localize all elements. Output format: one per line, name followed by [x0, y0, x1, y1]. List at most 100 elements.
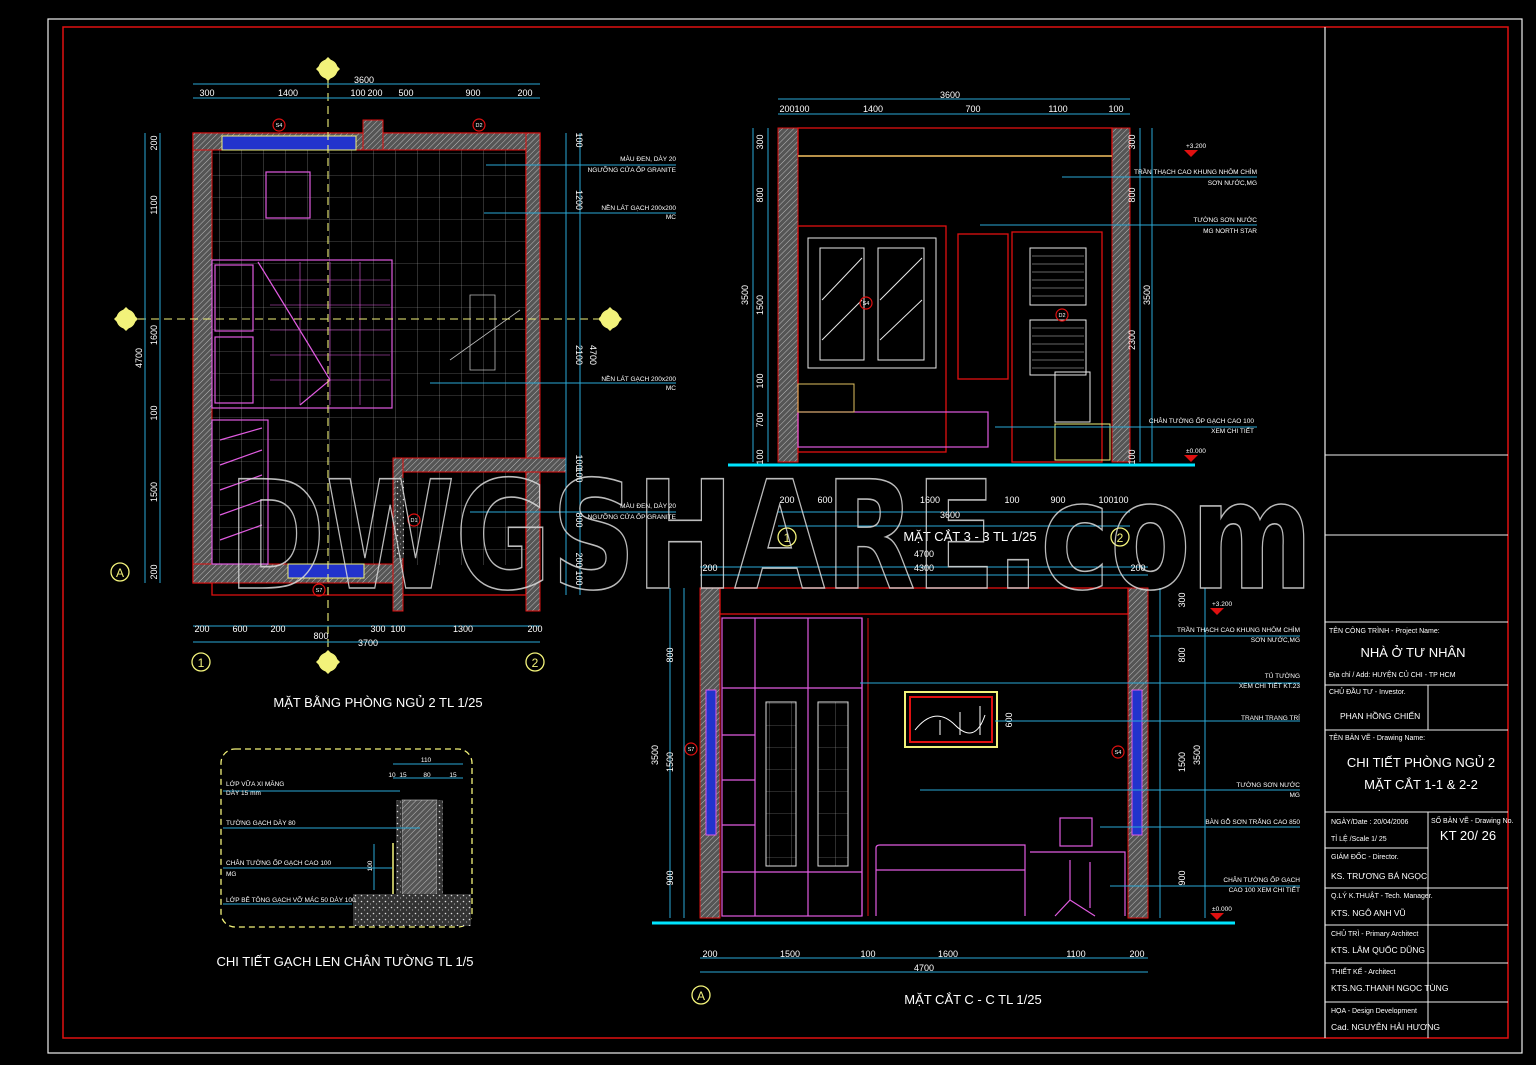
axis-bubble-a — [110, 562, 130, 582]
dim-text: 4700 — [914, 963, 934, 973]
painting-trees — [914, 706, 986, 735]
plan-dimension-lines — [144, 83, 581, 643]
pillow — [214, 336, 254, 404]
detail-title: CHI TIẾT GẠCH LEN CHÂN TƯỜNG TL 1/5 — [216, 954, 473, 969]
dim-text: 200 — [270, 624, 285, 634]
skirting-detail: 110 10 15 80 15 100 LỚP VỮA XI MĂNG DÀY … — [216, 748, 474, 969]
dim-text: 900 — [465, 88, 480, 98]
role-name: KS. TRƯƠNG BÁ NGỌC — [1331, 871, 1427, 881]
dim-text: 800 — [1127, 187, 1137, 202]
ceiling — [797, 127, 1113, 157]
wardrobe-door-left — [765, 701, 797, 867]
date: NGÀY/Date : 20/04/2006 — [1331, 817, 1409, 826]
dim-text: 1500 — [780, 949, 800, 959]
title-block: TÊN CÔNG TRÌNH - Project Name: NHÀ Ở TƯ … — [1324, 27, 1514, 1038]
window-s7 — [287, 563, 365, 579]
dim-text: 4700 — [914, 549, 934, 559]
dim-text: 1500 — [755, 295, 765, 315]
watermark: DWGSHARE.com — [228, 450, 1313, 624]
note-text: MG NORTH STAR — [1203, 228, 1257, 235]
dim-text: 600 — [1004, 712, 1014, 727]
note-text: NGƯỠNG CỬA ỐP GRANITE — [588, 164, 677, 174]
ceiling — [719, 587, 1129, 615]
axis-bubble-c — [318, 652, 338, 672]
scale: TỈ LỆ /Scale 1/ 25 — [1331, 834, 1387, 843]
monitor — [1054, 371, 1091, 423]
note-text: TỦ TƯỜNG — [1265, 671, 1300, 680]
address: Địa chỉ / Add: HUYỆN CỦ CHI - TP HCM — [1329, 670, 1456, 679]
axis-label: C — [324, 63, 333, 77]
window — [807, 237, 937, 369]
dim-text: 100 — [574, 132, 584, 147]
dim-text: 1500 — [149, 482, 159, 502]
dim-text: 300 — [1127, 134, 1137, 149]
plan-title: MẶT BẰNG PHÒNG NGỦ 2 TL 1/25 — [273, 695, 482, 710]
axis-label: 1 — [198, 656, 205, 670]
axis-label: 3 — [607, 313, 614, 327]
dim-text: 1600 — [938, 949, 958, 959]
axis-label: 3 — [123, 313, 130, 327]
note-text: MÀU ĐEN, DÀY 20 — [620, 154, 676, 163]
tag-text: D2 — [475, 123, 482, 129]
dim-text: 800 — [574, 512, 584, 527]
dim-text: 100 — [574, 570, 584, 585]
note-text: TƯỜNG GẠCH DÀY 80 — [226, 818, 296, 827]
note-text: SƠN NƯỚC,MG — [1208, 178, 1257, 187]
plaster-left — [396, 800, 402, 896]
tag-text: D2 — [1058, 313, 1065, 319]
note-text: DÀY 15 mm — [226, 788, 261, 797]
dim-text: 4700 — [588, 345, 598, 365]
dim-text: 800 — [755, 187, 765, 202]
dim-text: 200 — [517, 88, 532, 98]
note-text: MÀU ĐEN, DÀY 20 — [620, 501, 676, 510]
dim-text: 300 — [1177, 592, 1187, 607]
sheet-red-frame — [62, 26, 1509, 1039]
drawing-label: TÊN BẢN VẼ - Drawing Name: — [1329, 733, 1425, 742]
bed-pattern — [270, 262, 390, 405]
dim-text: 100 — [794, 104, 809, 114]
wall-left — [192, 132, 213, 584]
axis-label: A — [697, 989, 705, 1003]
tag-s4 — [859, 296, 873, 310]
dim-text: 100 — [574, 454, 584, 469]
decorative-painting — [904, 691, 998, 748]
role-label: Q.LÝ K.THUẬT - Tech. Manager. — [1331, 891, 1433, 900]
role-label: THIẾT KẾ - Architect — [1331, 966, 1395, 976]
note-text: MG — [1290, 792, 1300, 799]
dim-text: 1300 — [453, 624, 473, 634]
note-text: MC — [666, 385, 676, 392]
axis-bubble-1 — [191, 652, 211, 672]
dim-text: 4700 — [134, 348, 144, 368]
drawing-no-label: SỐ BẢN VẼ - Drawing No. — [1431, 815, 1514, 825]
dim-text: 100 — [1108, 104, 1123, 114]
axis-bubble-1 — [777, 527, 797, 547]
dim-text: 3700 — [358, 638, 378, 648]
bed — [211, 259, 393, 409]
dim-text: 200 — [149, 564, 159, 579]
plaster-right — [437, 800, 443, 896]
dim-text: 900 — [1050, 495, 1065, 505]
tag-d2 — [1055, 308, 1069, 322]
dim-text: 3600 — [940, 90, 960, 100]
wall-left — [777, 127, 799, 463]
axis-label: 2 — [532, 656, 539, 670]
dim-text: 200 — [702, 949, 717, 959]
dimension-lines — [669, 566, 1206, 973]
dim-text: 600 — [232, 624, 247, 634]
dimension-lines — [752, 98, 1153, 527]
pillow — [214, 264, 254, 332]
level-text: +3.200 — [1212, 601, 1232, 608]
dim-text: 1500 — [1177, 752, 1187, 772]
concrete-base — [353, 894, 471, 926]
desk — [449, 294, 521, 371]
window-frame — [797, 225, 947, 453]
note-text: NGƯỠNG CỬA ỐP GRANITE — [588, 511, 677, 521]
note-text: BÀN GỖ SƠN TRẮNG CAO 850 — [1205, 817, 1300, 826]
dim-text: 100 — [755, 373, 765, 388]
project-name: NHÀ Ở TƯ NHÂN — [1360, 645, 1465, 660]
dim-text: 100 — [1113, 495, 1128, 505]
note-text: LỚP BÊ TÔNG GẠCH VỠ MÁC 50 DÀY 100 — [226, 895, 356, 904]
leaders — [860, 635, 1300, 887]
dim-text: 1100 — [1066, 949, 1085, 959]
dim-text: 80 — [423, 772, 431, 779]
